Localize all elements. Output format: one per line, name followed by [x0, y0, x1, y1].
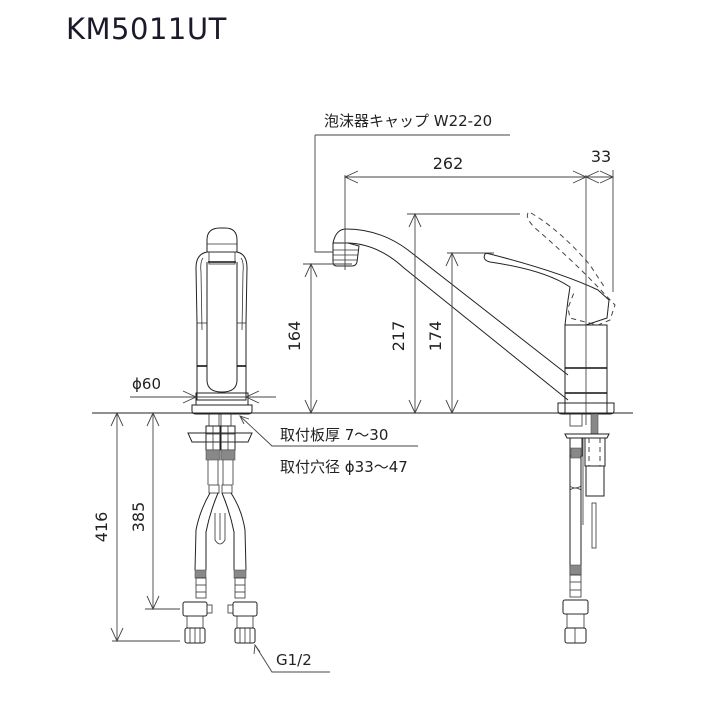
dimension-164: 164: [285, 321, 304, 352]
base-diameter-label: ϕ60: [132, 375, 161, 393]
reach-dimensions: [343, 170, 615, 292]
rear-side-view: [562, 413, 610, 644]
dimension-33: 33: [591, 147, 611, 166]
dimension-262: 262: [433, 154, 464, 173]
mount-hole-diameter-label: 取付穴径 ϕ33～47: [280, 458, 408, 476]
height-dimensions: [303, 212, 520, 415]
front-view: [182, 227, 258, 644]
hose-length-dimensions: [110, 411, 180, 643]
dimension-385: 385: [129, 502, 148, 533]
thread-label: G1/2: [276, 651, 312, 669]
side-view: [332, 175, 616, 425]
dimension-416: 416: [92, 512, 111, 543]
base-diameter-dimension: [130, 390, 276, 404]
mount-plate-thickness-label: 取付板厚 7～30: [280, 426, 388, 444]
thread-callout-leader: [253, 643, 330, 673]
aerator-callout-leader: [314, 134, 510, 253]
dimension-217: 217: [389, 321, 408, 352]
aerator-cap-label: 泡沫器キャップ W22-20: [324, 112, 492, 130]
dimension-174: 174: [426, 321, 445, 352]
mount-callout-leader: [239, 415, 418, 447]
model-title: KM5011UT: [66, 12, 227, 46]
